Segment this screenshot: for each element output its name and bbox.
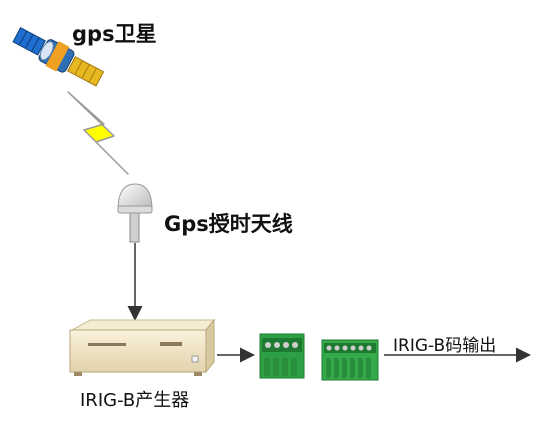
- terminal-block-right: [321, 339, 379, 381]
- antenna-icon: [117, 183, 153, 243]
- generator-label: IRIG-B产生器: [80, 390, 190, 411]
- output-label: IRIG-B码输出: [393, 336, 497, 356]
- lightning-bolt-icon: [67, 91, 129, 175]
- irig-b-generator-device: [69, 318, 216, 376]
- satellite-icon: [12, 27, 105, 87]
- terminal-block-left: [259, 333, 305, 379]
- satellite-label: gps卫星: [72, 22, 157, 46]
- antenna-label: Gps授时天线: [164, 212, 293, 236]
